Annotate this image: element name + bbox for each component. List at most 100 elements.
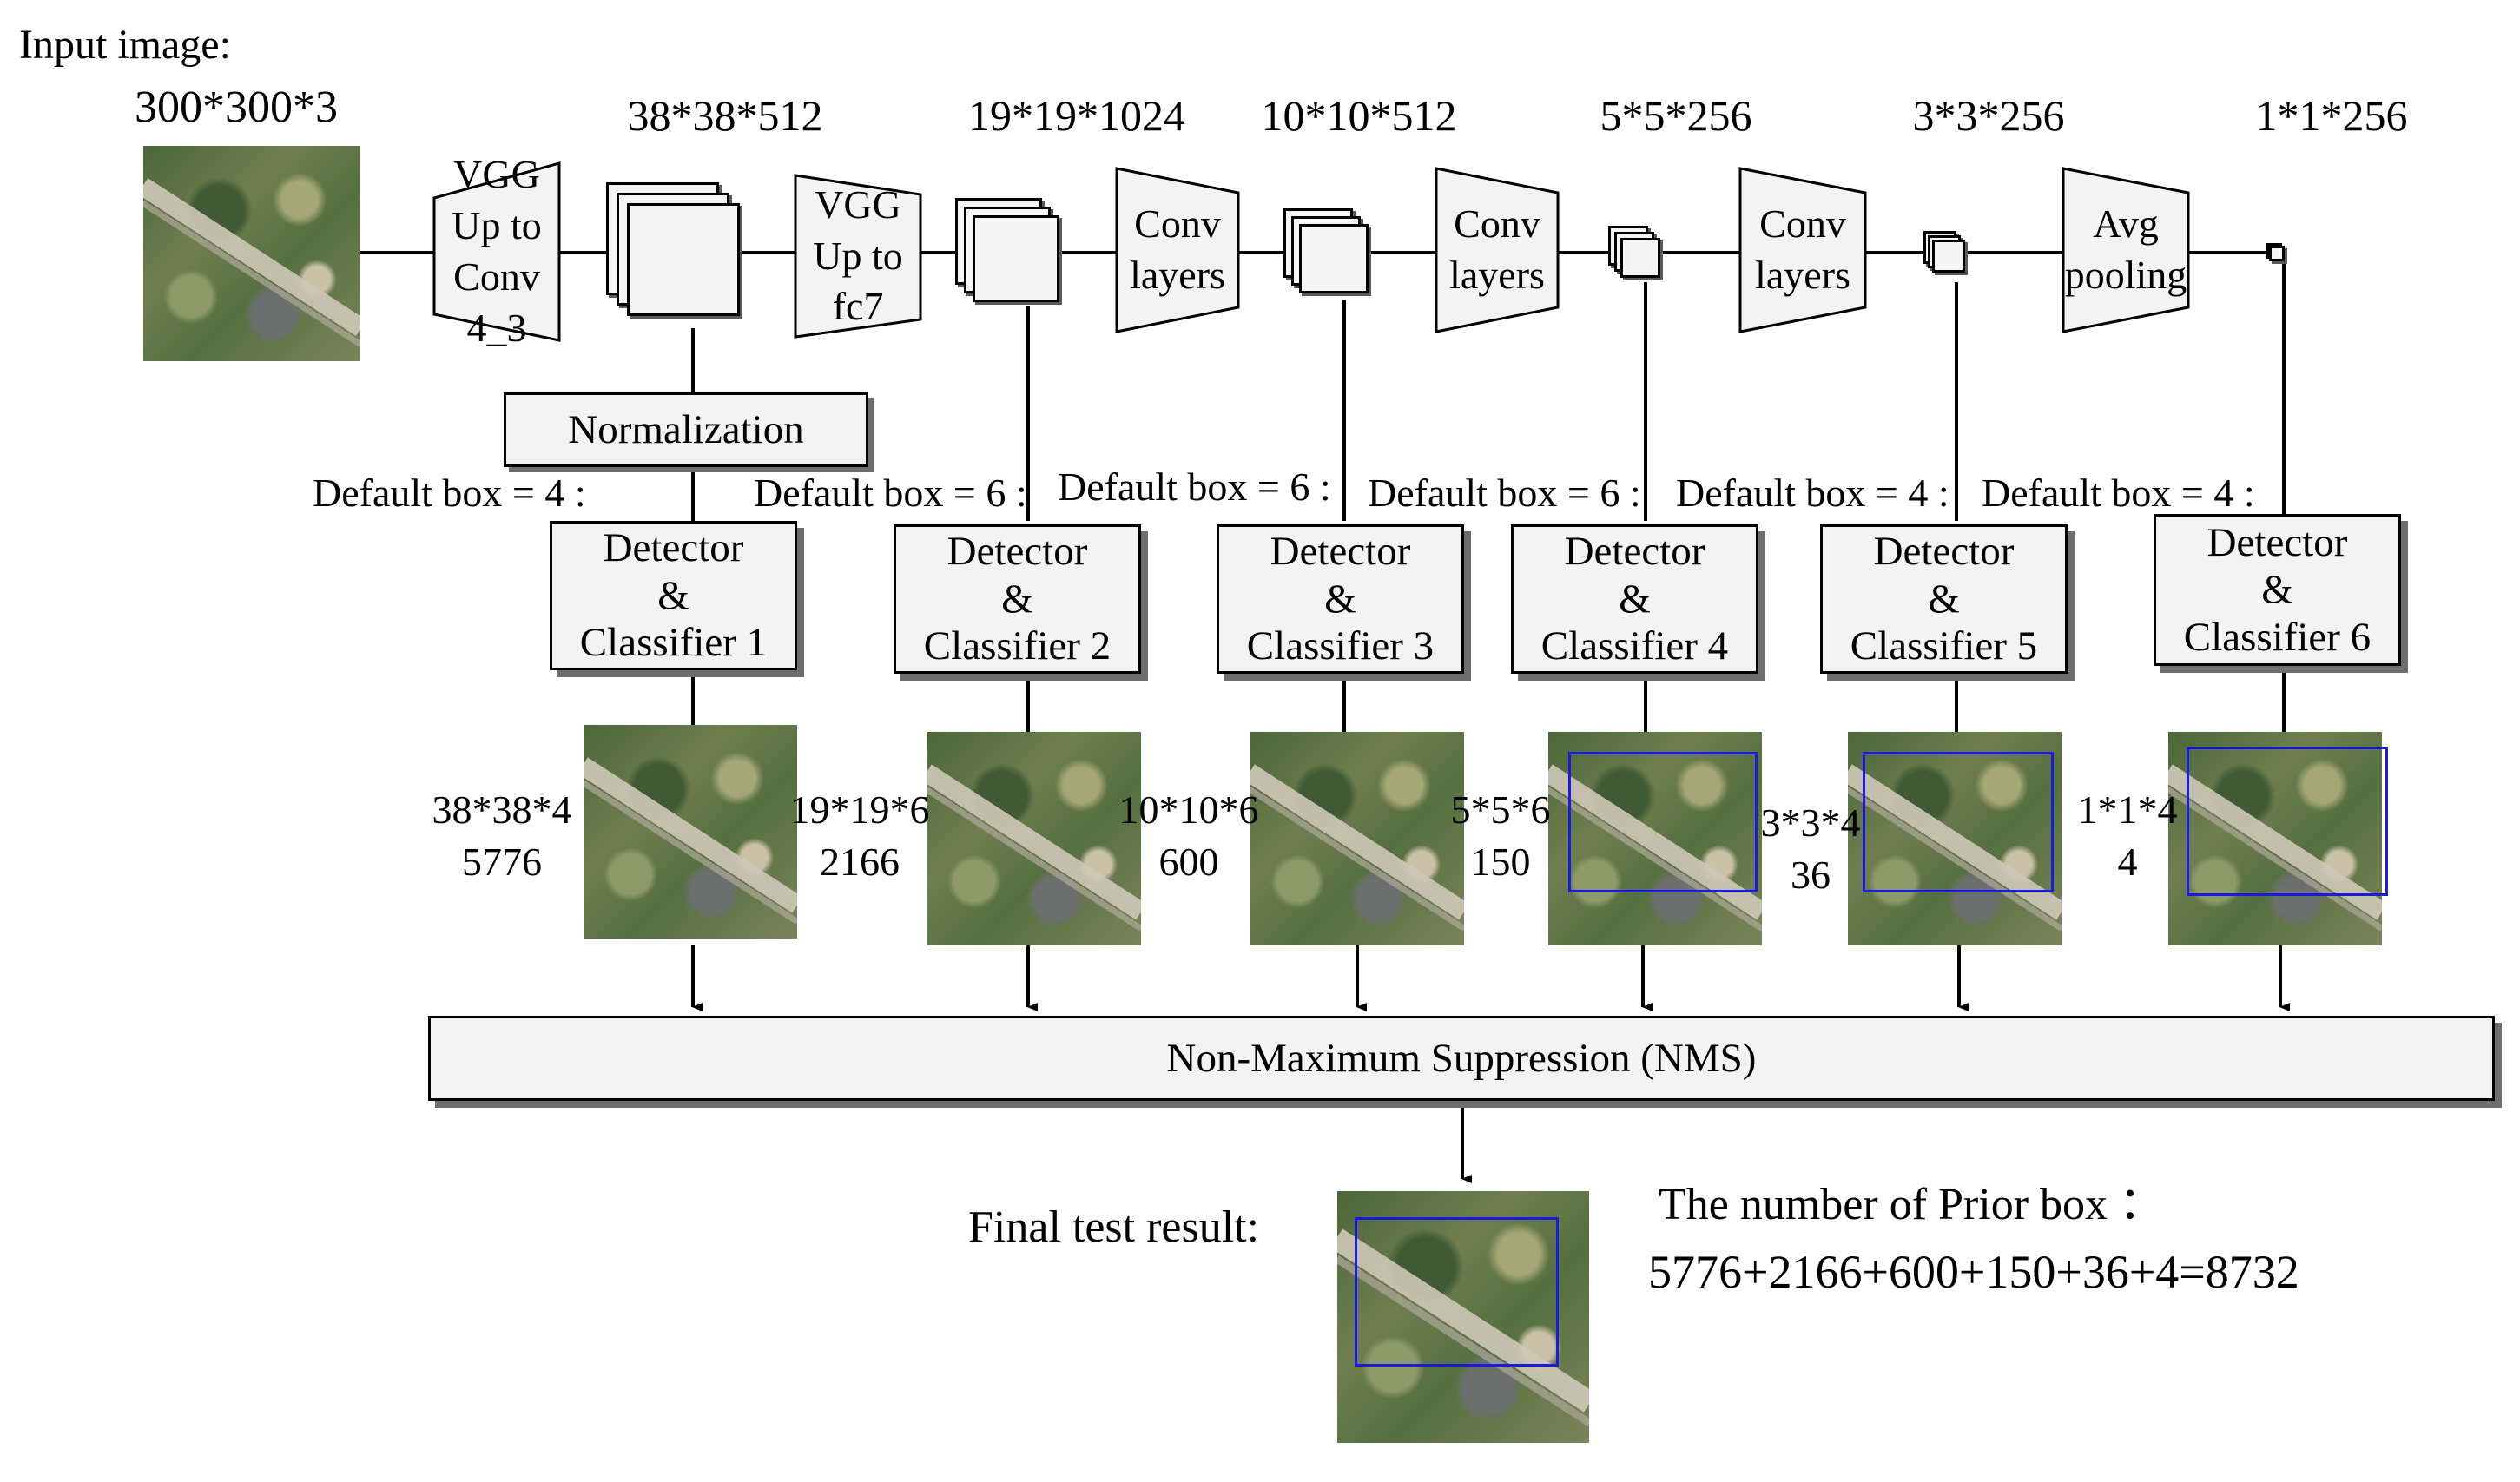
result-image-1 — [584, 725, 797, 939]
detector-2-line3: Classifier 2 — [923, 623, 1112, 669]
box-count-6-expr: 1*1*4 — [2077, 787, 2178, 832]
feature-map-stack-5 — [1923, 231, 1984, 283]
default-box-label-3: Default box = 6 : — [1058, 464, 1331, 509]
detector-2-line1: Detector — [947, 529, 1088, 575]
conv1-line2: layers — [1130, 253, 1225, 297]
bounding-box-4 — [1568, 752, 1758, 892]
feature-dim-2: 19*19*1024 — [968, 91, 1185, 140]
result-image-6 — [2168, 732, 2382, 945]
box-count-6: 1*1*4 4 — [2075, 784, 2180, 888]
detector-5-line2: & — [1928, 576, 1960, 622]
detector-3-line1: Detector — [1270, 529, 1411, 575]
detector-4-line1: Detector — [1564, 529, 1705, 575]
detector-6-line1: Detector — [2207, 519, 2348, 565]
box-count-2-expr: 19*19*6 — [789, 787, 930, 832]
conv1-line1: Conv — [1134, 201, 1221, 247]
final-result-label: Final test result: — [968, 1202, 1260, 1252]
feature-map-stack-4 — [1608, 226, 1678, 287]
feature-dim-6: 1*1*256 — [2255, 91, 2408, 140]
result-image-2 — [927, 732, 1141, 945]
detector-5-line1: Detector — [1873, 529, 2015, 575]
box-count-2: 19*19*6 2166 — [786, 784, 933, 888]
vgg2-line2: Up to — [813, 233, 903, 278]
box-count-5: 3*3*4 36 — [1754, 797, 1867, 901]
box-count-1: 38*38*4 5776 — [424, 784, 580, 888]
box-count-5-expr: 3*3*4 — [1760, 800, 1861, 845]
vgg-conv4-3-block: VGG Up to Conv 4_3 — [432, 152, 561, 350]
final-bounding-box — [1355, 1217, 1559, 1367]
feature-map-stack-1 — [606, 182, 762, 321]
input-image-dims: 300*300*3 — [135, 82, 338, 132]
feature-map-stack-6 — [2266, 243, 2292, 269]
detector-6-line3: Classifier 6 — [2183, 614, 2372, 660]
avgpool-line1: Avg — [2093, 201, 2159, 247]
conv-layers-block-2: Conv layers — [1435, 167, 1560, 333]
avg-pooling-block: Avg pooling — [2062, 167, 2190, 333]
conv3-line2: layers — [1755, 253, 1850, 297]
normalization-label: Normalization — [568, 406, 804, 452]
conv2-line2: layers — [1449, 253, 1545, 297]
detector-2-line2: & — [1001, 576, 1033, 622]
feature-dim-1: 38*38*512 — [627, 91, 823, 140]
detector-5-line3: Classifier 5 — [1850, 623, 2038, 669]
box-count-4: 5*5*6 150 — [1448, 784, 1553, 888]
default-box-label-6: Default box = 4 : — [1982, 471, 2255, 515]
feature-dim-4: 5*5*256 — [1600, 91, 1752, 140]
detector-classifier-1: Detector & Classifier 1 — [550, 521, 797, 670]
result-image-5 — [1848, 732, 2062, 945]
vgg1-line1: VGG — [453, 152, 540, 197]
default-box-label-2: Default box = 6 : — [754, 471, 1027, 515]
vgg1-line4: 4_3 — [466, 305, 527, 350]
conv2-line1: Conv — [1454, 201, 1540, 247]
input-satellite-image — [143, 146, 360, 361]
conv-layers-block-3: Conv layers — [1738, 167, 1867, 333]
conv-layers-block-1: Conv layers — [1115, 167, 1240, 333]
detector-classifier-2: Detector & Classifier 2 — [894, 524, 1141, 674]
feature-map-stack-2 — [955, 198, 1077, 311]
vgg-fc7-block: VGG Up to fc7 — [794, 174, 922, 339]
avgpool-line2: pooling — [2064, 253, 2187, 297]
detector-3-line3: Classifier 3 — [1246, 623, 1435, 669]
detector-4-line2: & — [1619, 576, 1651, 622]
result-image-4 — [1548, 732, 1762, 945]
vgg2-line3: fc7 — [832, 284, 884, 329]
detector-1-line3: Classifier 1 — [579, 620, 768, 666]
default-box-label-4: Default box = 6 : — [1368, 471, 1641, 515]
box-count-4-total: 150 — [1470, 839, 1531, 884]
box-count-5-total: 36 — [1791, 852, 1831, 897]
vgg1-line2: Up to — [452, 203, 542, 248]
feature-map-stack-3 — [1283, 208, 1388, 304]
input-image-title: Input image: — [19, 22, 231, 68]
nms-label: Non-Maximum Suppression (NMS) — [1166, 1035, 1757, 1081]
conv3-line1: Conv — [1759, 201, 1846, 247]
box-count-3: 10*10*6 600 — [1115, 784, 1263, 888]
detector-4-line3: Classifier 4 — [1540, 623, 1729, 669]
default-box-label-5: Default box = 4 : — [1676, 471, 1949, 515]
bounding-box-6 — [2187, 747, 2388, 896]
detector-classifier-3: Detector & Classifier 3 — [1217, 524, 1464, 674]
vgg1-line3: Conv — [453, 254, 540, 299]
detector-classifier-5: Detector & Classifier 5 — [1820, 524, 2068, 674]
box-count-3-total: 600 — [1158, 839, 1219, 884]
box-count-2-total: 2166 — [820, 839, 900, 884]
detector-3-line2: & — [1324, 576, 1356, 622]
feature-dim-3: 10*10*512 — [1261, 91, 1457, 140]
detector-1-line1: Detector — [603, 525, 744, 571]
bounding-box-5 — [1863, 752, 2054, 892]
nms-box: Non-Maximum Suppression (NMS) — [428, 1016, 2495, 1101]
detector-classifier-6: Detector & Classifier 6 — [2154, 514, 2401, 666]
vgg2-line1: VGG — [815, 181, 901, 227]
box-count-1-total: 5776 — [462, 839, 542, 884]
prior-box-sum: 5776+2166+600+150+36+4=8732 — [1648, 1246, 2299, 1298]
box-count-3-expr: 10*10*6 — [1118, 787, 1259, 832]
feature-dim-5: 3*3*256 — [1912, 91, 2065, 140]
detector-6-line2: & — [2261, 567, 2293, 613]
detector-1-line2: & — [657, 572, 689, 618]
final-result-image — [1337, 1191, 1589, 1443]
box-count-4-expr: 5*5*6 — [1450, 787, 1551, 832]
box-count-6-total: 4 — [2117, 839, 2138, 884]
prior-box-title: The number of Prior box ： — [1659, 1180, 2165, 1229]
normalization-box: Normalization — [504, 392, 868, 467]
result-image-3 — [1250, 732, 1464, 945]
